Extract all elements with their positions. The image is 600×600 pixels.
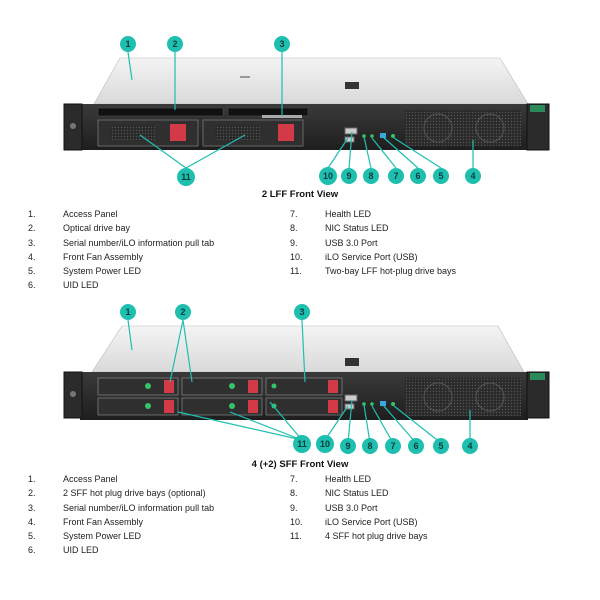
legend-item: 6.UID LED	[28, 545, 99, 556]
callout-9b: 9	[340, 438, 356, 454]
legend-item: 11.4 SFF hot plug drive bays	[290, 531, 428, 542]
legend-sff-right: 7.Health LED 8.NIC Status LED 9.USB 3.0 …	[290, 472, 428, 543]
leader-lines-top	[127, 51, 474, 169]
legend-item: 5.System Power LED	[28, 266, 142, 277]
legend-item: 8.NIC Status LED	[290, 223, 389, 234]
callout-8b: 8	[362, 438, 378, 454]
access-panel-bottom	[91, 325, 525, 373]
callout-6: 6	[410, 168, 426, 184]
svg-text:3: 3	[279, 39, 284, 49]
access-panel-top	[93, 57, 529, 105]
legend-item: 7.Health LED	[290, 474, 372, 484]
legend-item: 4.Front Fan Assembly	[28, 251, 144, 262]
legend-item: 8.NIC Status LED	[290, 488, 389, 499]
lff-drive-latch-1	[170, 124, 186, 141]
led-power	[391, 134, 395, 138]
svg-text:11: 11	[181, 172, 191, 182]
optical-drive-bay	[97, 107, 224, 117]
rack-ear-right-2	[526, 371, 550, 419]
svg-text:4: 4	[467, 441, 472, 451]
model-tag	[530, 105, 545, 112]
svg-text:3: 3	[299, 307, 304, 317]
leader-lines-bottom	[127, 319, 471, 444]
server-2lff	[63, 57, 550, 151]
callout-4b: 4	[462, 438, 478, 454]
section-title-sff: 4 (+2) SFF Front View	[251, 459, 349, 470]
callout-7b: 7	[385, 438, 401, 454]
callout-11b: 11	[293, 435, 311, 453]
usb-port	[344, 127, 358, 135]
callout-1: 1	[120, 36, 136, 52]
callout-11: 11	[177, 168, 195, 186]
svg-text:8: 8	[368, 171, 373, 181]
legend-item: 2.Optical drive bay	[28, 223, 131, 234]
callout-9: 9	[341, 168, 357, 184]
callout-7: 7	[388, 168, 404, 184]
callout-6b: 6	[408, 438, 424, 454]
callouts-top: 1 2 3 11 10 9 8 7 6 5 4	[120, 36, 481, 186]
legend-item: 9.USB 3.0 Port	[290, 502, 378, 513]
legend-item: 2.2 SFF hot plug drive bays (optional)	[28, 488, 206, 499]
rack-ear-right	[526, 103, 550, 151]
callout-8: 8	[363, 168, 379, 184]
svg-text:1: 1	[125, 39, 130, 49]
legend-item: 5.System Power LED	[28, 531, 142, 542]
svg-text:7: 7	[390, 441, 395, 451]
callout-2: 2	[167, 36, 183, 52]
ilo-port	[344, 136, 355, 143]
legend-item: 3.Serial number/iLO information pull tab	[28, 502, 215, 513]
top-handle-slot	[345, 82, 359, 89]
svg-text:5: 5	[438, 441, 443, 451]
led-health	[370, 134, 374, 138]
callout-3: 3	[274, 36, 290, 52]
lff-drive-mesh-1	[110, 125, 155, 141]
callout-4: 4	[465, 168, 481, 184]
svg-text:7: 7	[393, 171, 398, 181]
svg-text:2: 2	[172, 39, 177, 49]
callout-2b: 2	[175, 304, 191, 320]
callout-3b: 3	[294, 304, 310, 320]
callout-10b: 10	[316, 435, 334, 453]
callout-5: 5	[433, 168, 449, 184]
svg-text:1: 1	[125, 307, 130, 317]
legend-item: 6.UID LED	[28, 280, 99, 291]
svg-text:6: 6	[413, 441, 418, 451]
section-title-lff: 2 LFF Front View	[261, 189, 339, 200]
legend-item: 7.Health LED	[290, 209, 372, 219]
sff-drive-latches	[164, 380, 338, 413]
svg-text:11: 11	[297, 439, 307, 449]
sff-drive-bays	[97, 377, 343, 416]
led-nic	[362, 134, 366, 138]
callout-5b: 5	[433, 438, 449, 454]
legend-item: 4.Front Fan Assembly	[28, 516, 144, 527]
legend-item: 11.Two-bay LFF hot-plug drive bays	[290, 266, 457, 277]
svg-text:6: 6	[415, 171, 420, 181]
legend-item: 1.Access Panel	[28, 209, 118, 219]
svg-text:5: 5	[438, 171, 443, 181]
server-sff	[63, 325, 550, 420]
legend-item: 10.iLO Service Port (USB)	[290, 516, 418, 527]
legend-sff-left: 1.Access Panel 2.2 SFF hot plug drive ba…	[28, 472, 214, 558]
svg-text:2: 2	[180, 307, 185, 317]
legend-item: 3.Serial number/iLO information pull tab	[28, 237, 215, 248]
callouts-bottom: 1 2 3 11 10 9 8 7 6 5 4	[120, 304, 478, 454]
lff-drive-latch-2	[278, 124, 294, 141]
svg-text:9: 9	[345, 441, 350, 451]
svg-text:10: 10	[320, 439, 330, 449]
callout-1b: 1	[120, 304, 136, 320]
legend-lff-right: 7.Health LED 8.NIC Status LED 9.USB 3.0 …	[290, 207, 456, 278]
svg-text:4: 4	[470, 171, 475, 181]
legend-lff-left: 1.Access Panel 2.Optical drive bay 3.Ser…	[28, 207, 214, 293]
legend-item: 1.Access Panel	[28, 474, 118, 484]
legend-item: 10.iLO Service Port (USB)	[290, 251, 418, 262]
callout-10: 10	[319, 167, 337, 185]
svg-text:10: 10	[323, 171, 333, 181]
pull-tab	[262, 115, 302, 118]
led-uid	[380, 133, 386, 138]
svg-text:8: 8	[367, 441, 372, 451]
svg-text:9: 9	[346, 171, 351, 181]
lff-drive-mesh-2	[215, 125, 260, 141]
legend-item: 9.USB 3.0 Port	[290, 237, 378, 248]
